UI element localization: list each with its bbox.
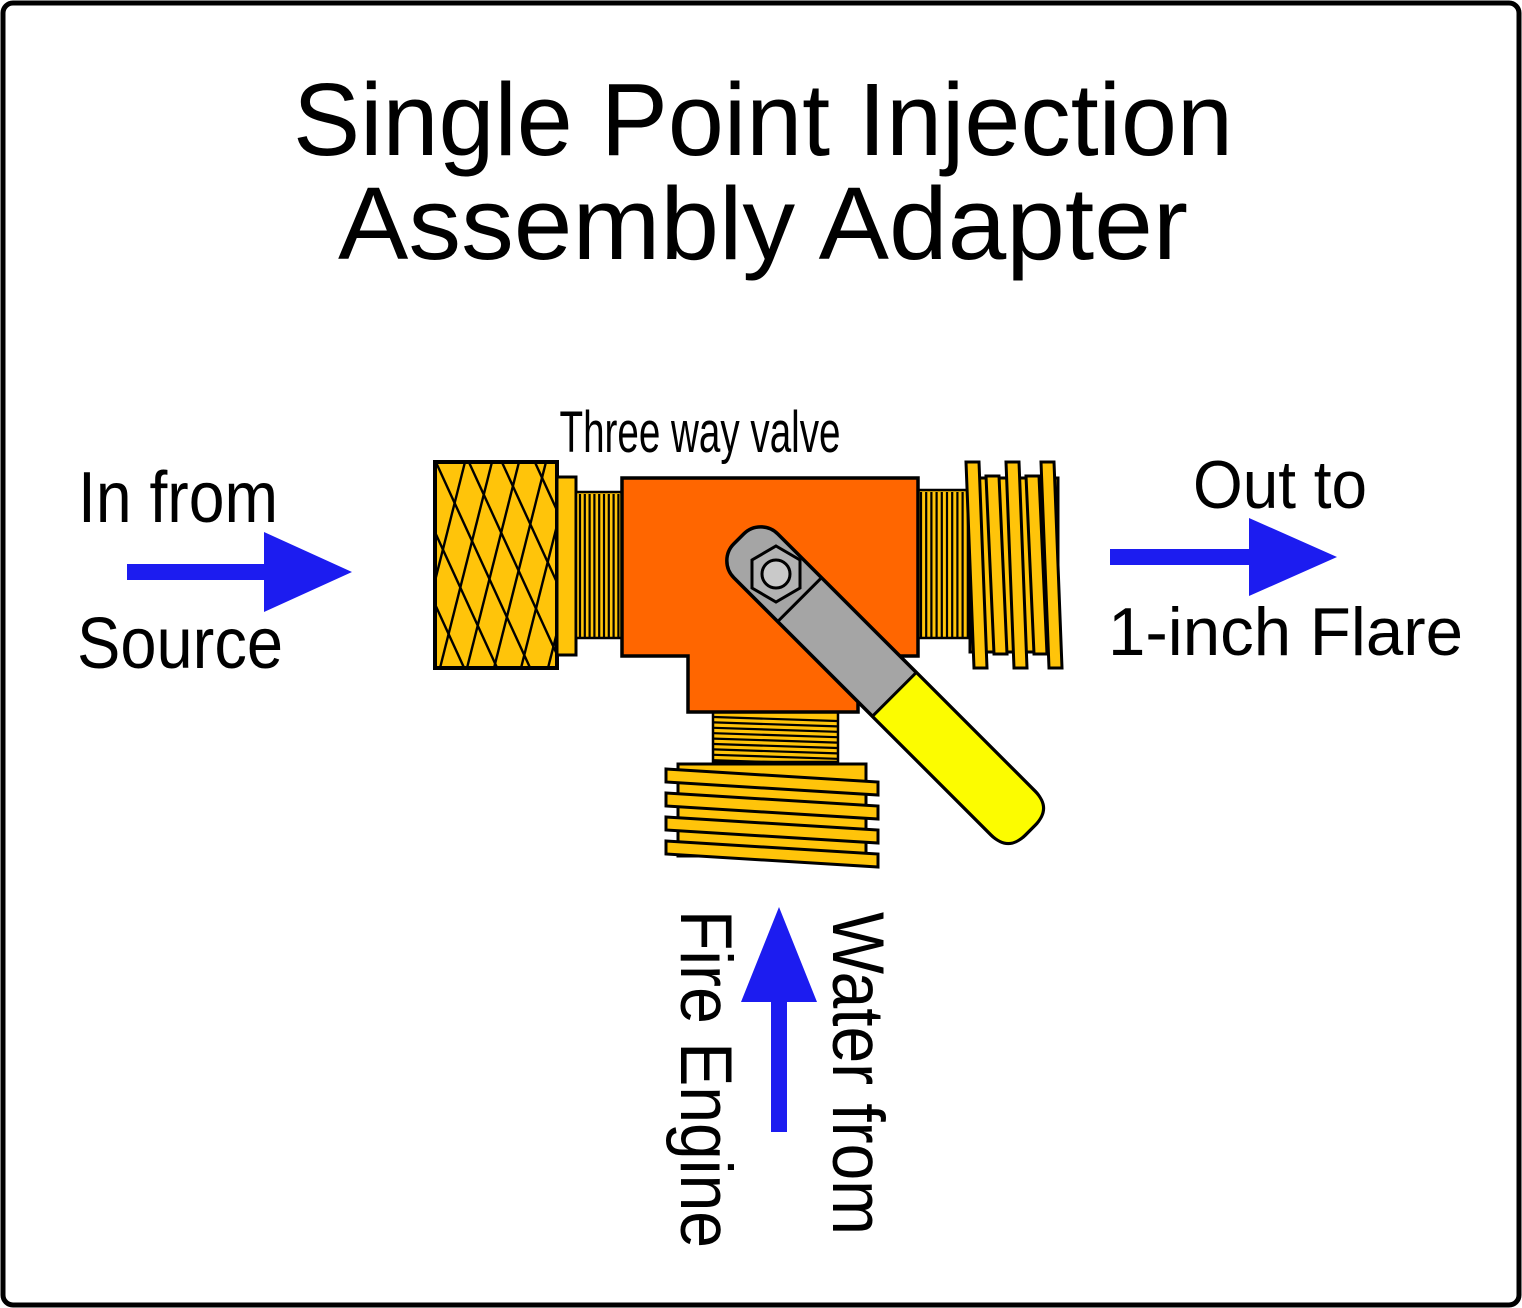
flare-ridge [964, 460, 989, 670]
knurl-pattern-right [437, 464, 555, 666]
inlet-annotation: In from Source [77, 458, 352, 684]
water-inlet-arrow [741, 907, 817, 1132]
outlet-arrow [1110, 518, 1337, 596]
valve-handle [725, 525, 1046, 846]
bottom-thread-lines [713, 715, 838, 766]
handle-grip [870, 670, 1046, 846]
knurl-pattern-left [437, 464, 555, 666]
knob-collar [555, 475, 578, 657]
bottom-threads [711, 710, 840, 766]
handle-pad-divider [776, 576, 823, 623]
bottom-annotation: Fire Engine Water from [665, 907, 898, 1248]
bottom-label-right: Water from [817, 912, 898, 1235]
inlet-label-bottom: Source [77, 604, 283, 684]
hose-ridge [664, 815, 880, 845]
outlet-threads-base [914, 488, 976, 640]
inlet-label-top: In from [78, 458, 278, 538]
outlet-label-bottom: 1-inch Flare [1108, 594, 1463, 670]
knurled-knob [433, 460, 578, 670]
hose-ridge [664, 839, 880, 869]
outlet-threads [914, 488, 976, 640]
flare-ridge [1004, 460, 1029, 670]
inlet-arrow [127, 532, 352, 612]
three-way-valve [433, 460, 1064, 869]
hose-fitting [664, 762, 880, 869]
page-title-line-2: Assembly Adapter [338, 166, 1188, 281]
pivot-bolt [760, 558, 792, 590]
outlet-label-top: Out to [1193, 447, 1367, 523]
flare-ridge [1039, 460, 1064, 670]
flare-ridge [984, 474, 1009, 656]
bottom-label-left: Fire Engine [665, 910, 746, 1248]
page-title-line-1: Single Point Injection [293, 62, 1233, 177]
hose-ridge [664, 767, 880, 797]
flare-fitting [964, 460, 1064, 670]
outlet-annotation: Out to 1-inch Flare [1108, 447, 1463, 670]
outlet-thread-lines [919, 492, 975, 638]
inlet-threads [574, 490, 626, 640]
valve-label: Three way valve [560, 400, 841, 465]
hose-ridge [664, 791, 880, 821]
